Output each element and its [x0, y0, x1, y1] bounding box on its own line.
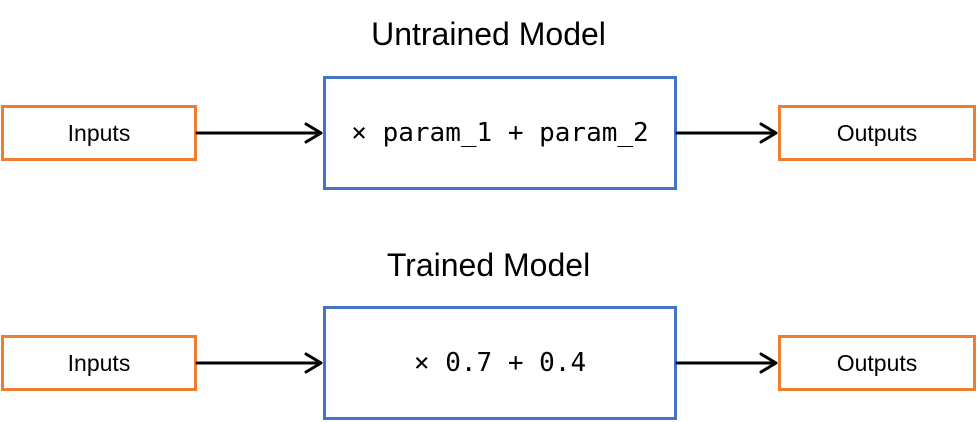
untrained-output-arrow — [675, 122, 778, 144]
trained-model-title: Trained Model — [386, 247, 591, 283]
untrained-inputs-box: Inputs — [1, 105, 197, 161]
trained-outputs-box: Outputs — [778, 335, 976, 391]
untrained-model-title: Untrained Model — [371, 16, 606, 52]
trained-model-box: × 0.7 + 0.4 — [323, 306, 677, 420]
trained-input-arrow — [195, 352, 323, 374]
trained-output-arrow — [675, 352, 778, 374]
untrained-input-arrow — [195, 122, 323, 144]
untrained-outputs-box: Outputs — [778, 105, 976, 161]
